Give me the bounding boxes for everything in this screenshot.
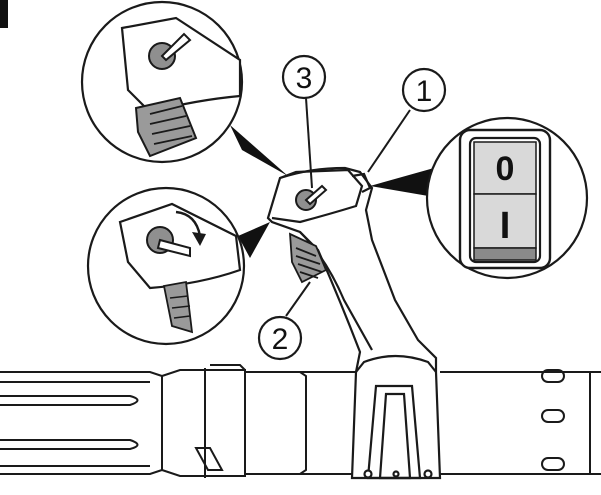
callout-1-label: 1 [416, 75, 433, 108]
detail-circle-switch: 0 I [425, 116, 589, 280]
throttle-trigger [288, 232, 328, 284]
blower-tube [0, 364, 601, 478]
switch-on-shade [473, 247, 537, 261]
callout-2: 2 [257, 315, 303, 361]
callout-1: 1 [401, 67, 447, 113]
magnifier-wedges [230, 125, 440, 258]
corner-tab [0, 0, 8, 28]
callout-3-label: 3 [296, 62, 313, 95]
callout-3: 3 [281, 54, 327, 100]
detail-circle-lever-on [86, 186, 246, 346]
callout-2-label: 2 [272, 323, 289, 356]
rotation-arrow-icon [175, 210, 202, 237]
throttle-lever [295, 184, 328, 211]
detail-circle-lever-off [80, 0, 244, 164]
handle [266, 166, 442, 480]
arrowhead-icon [192, 232, 206, 246]
switch-on-label: I [500, 205, 511, 247]
switch-off-segment [473, 141, 537, 195]
switch-on-segment [473, 193, 537, 249]
callout-leaders [285, 97, 411, 317]
switch-off-label: 0 [496, 150, 515, 188]
